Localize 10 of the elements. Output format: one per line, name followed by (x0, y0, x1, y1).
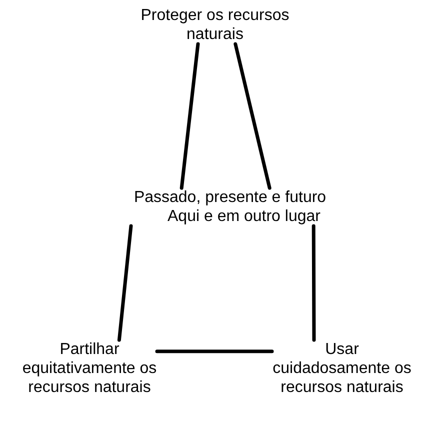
node-label: Passado, presente e futuro (134, 188, 326, 207)
connector-line (180, 42, 200, 190)
connector-line (117, 224, 133, 342)
connector-line (312, 224, 316, 342)
node-label: Proteger os recursos naturais (140, 6, 290, 44)
node-label: Usar cuidadosamente os recursos naturais (272, 340, 412, 397)
connector-line (234, 42, 272, 190)
node-label: Partilhar equitativamente os recursos naturais (22, 340, 157, 397)
connector-line (155, 350, 274, 354)
node-label: Aqui e em outro lugar (168, 207, 320, 226)
